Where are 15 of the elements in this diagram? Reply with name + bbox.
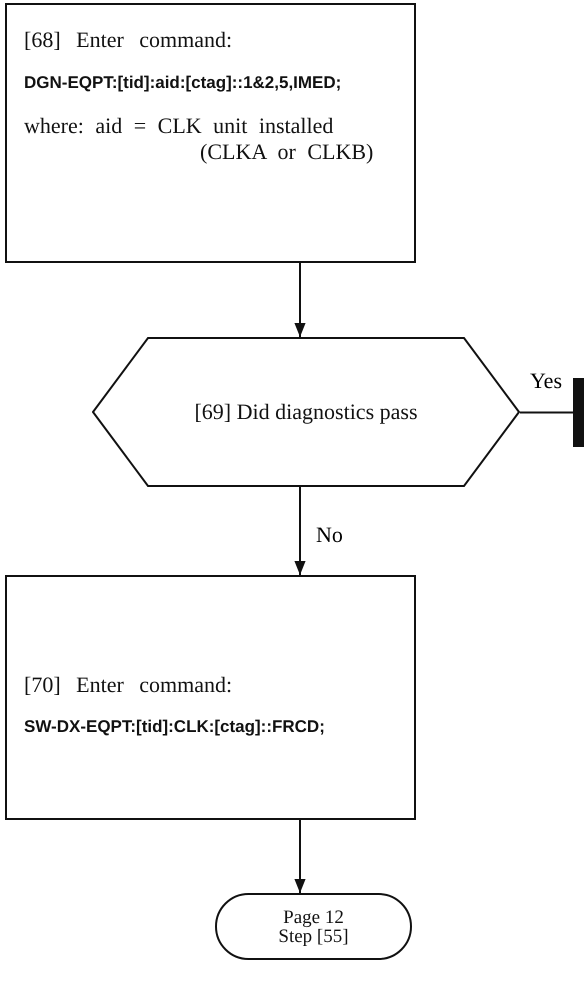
decision-hexagon [92, 337, 520, 487]
command-text: SW-DX-EQPT:[tid]:CLK:[ctag]::FRCD; [24, 717, 325, 737]
connector-line [520, 412, 573, 414]
decision-text: [69] Did diagnostics pass [193, 398, 419, 426]
arrow [294, 820, 306, 893]
command-text: DGN-EQPT:[tid]:aid:[ctag]::1&2,5,IMED; [24, 73, 342, 93]
process-box [5, 575, 416, 820]
process-box [5, 3, 416, 263]
arrow [294, 263, 306, 337]
arrow [294, 487, 306, 575]
step-text: [68] Enter command: [24, 27, 232, 53]
page-reference-text: Page 12 Step [55] [277, 906, 350, 948]
off-page-connector-bar [573, 378, 584, 447]
step-text: [70] Enter command: [24, 672, 232, 698]
note-text: where: aid = CLK unit installed (CLKA or CLKB) [24, 113, 374, 166]
